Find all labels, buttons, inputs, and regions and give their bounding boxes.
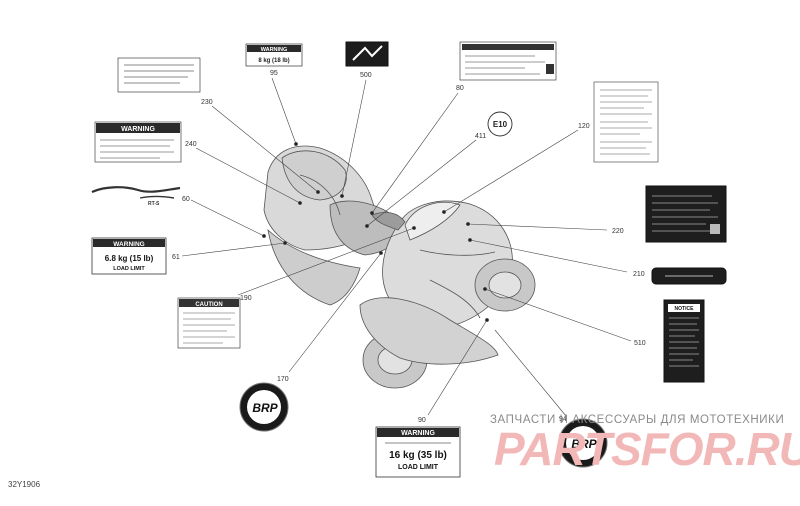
decal-240-warning: WARNING [94,121,182,163]
callout-510: 510 [634,340,646,347]
callout-240: 240 [185,141,197,148]
callout-230: 230 [201,99,213,106]
decal-90-warning: WARNING 16 kg (35 lb) LOAD LIMIT [375,426,461,478]
callout-220: 220 [612,228,624,235]
callout-60: 60 [182,196,190,203]
decal-500-logo [345,41,389,67]
decal-80 [459,41,557,81]
decal-510-notice: NOTICE [663,299,705,383]
figure-code: 32Y1906 [8,480,41,489]
decal-220 [645,185,727,243]
e-mark-text: E10 [493,120,508,129]
decal-230 [117,57,201,93]
callout-210: 210 [633,271,645,278]
decal-95-warning: WARNING 8 kg (18 lb) [245,43,303,67]
brp-logo-170-text: BRP [252,401,278,415]
decal-190-header: CAUTION [195,302,222,308]
callout-61: 61 [172,254,180,261]
decal-90-limit: LOAD LIMIT [398,464,439,471]
decal-190-caution: CAUTION [177,297,241,349]
callout-94: 94 [559,416,567,423]
brp-logo-94: BRP [558,418,608,468]
decal-61-load: 6.8 kg (15 lb) [105,254,154,263]
decal-90-load: 16 kg (35 lb) [389,450,447,461]
decal-95-text: 8 kg (18 lb) [258,58,289,64]
leader-lines [181,77,632,417]
callout-90: 90 [418,417,426,424]
decal-510-header: NOTICE [675,306,695,312]
callout-500: 500 [360,72,372,79]
callout-95: 95 [270,70,278,77]
decal-210 [651,267,727,285]
e-mark-411: E10 [487,111,513,137]
callout-170: 170 [277,376,289,383]
decal-240-header: WARNING [121,126,155,133]
decal-61-header: WARNING [113,241,144,248]
decal-61-limit: LOAD LIMIT [113,266,145,272]
brp-logo-94-text: BRP [571,437,597,451]
brp-logo-170: BRP [239,382,289,432]
watermark-logo: PARTSFOR.RU [494,423,800,475]
watermark-text: ЗАПЧАСТИ И АКСЕССУАРЫ ДЛЯ МОТОТЕХНИКИ [490,414,785,426]
callout-411: 411 [475,133,486,140]
decal-60-script: RT-S [91,186,181,207]
decal-61-warning: WARNING 6.8 kg (15 lb) LOAD LIMIT [91,237,167,275]
decal-95-header: WARNING [261,47,288,53]
callout-numbers: 230 95 500 80 411 120 240 60 61 190 220 … [172,70,646,424]
decal-90-header: WARNING [401,430,435,437]
callout-80: 80 [456,85,464,92]
callout-190: 190 [240,295,252,302]
callout-120: 120 [578,123,590,130]
decal-60-text: RT-S [148,201,160,207]
decal-120 [593,81,659,163]
vehicle-illustration [263,145,536,389]
